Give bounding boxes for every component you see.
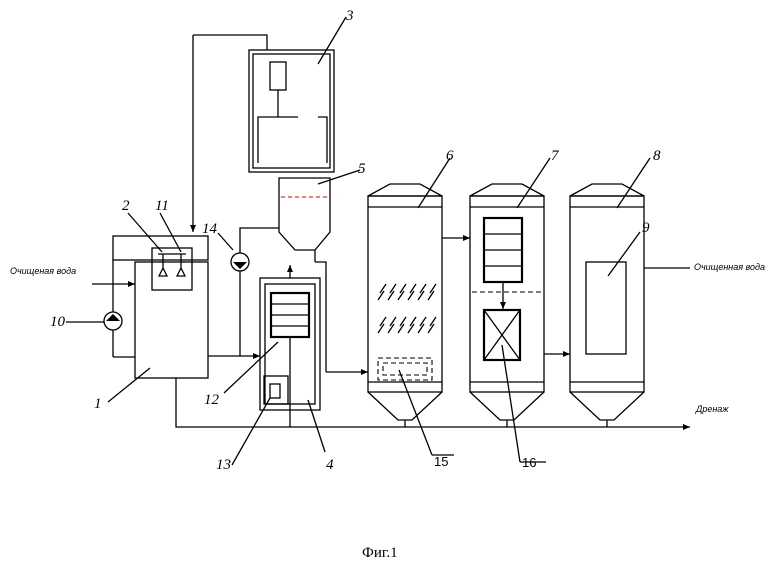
label-4: 4 bbox=[326, 457, 334, 473]
spray-unit-2 bbox=[152, 248, 192, 290]
leader-lines bbox=[66, 17, 650, 465]
hopper-5 bbox=[279, 178, 330, 262]
cleaned-water-outlet-label: Очищенная вода bbox=[694, 262, 765, 272]
label-14: 14 bbox=[202, 221, 218, 237]
drain-label: Дренаж bbox=[695, 404, 729, 414]
label-10: 10 bbox=[50, 314, 66, 330]
label-15: 15 bbox=[434, 454, 448, 469]
figure-caption: Фиг.1 bbox=[362, 545, 398, 561]
label-2: 2 bbox=[122, 198, 130, 214]
label-9: 9 bbox=[642, 220, 650, 236]
label-8: 8 bbox=[653, 148, 661, 164]
unit-3 bbox=[249, 50, 334, 172]
pump-10 bbox=[104, 260, 135, 357]
label-6: 6 bbox=[446, 148, 454, 164]
label-11: 11 bbox=[155, 198, 169, 214]
label-13: 13 bbox=[216, 457, 231, 473]
label-16: 16 bbox=[522, 455, 536, 470]
unit-4 bbox=[260, 265, 320, 410]
cleaned-water-inlet-label: Очищеная вода bbox=[10, 266, 76, 276]
column-8 bbox=[570, 184, 644, 420]
label-12: 12 bbox=[204, 392, 220, 408]
label-3: 3 bbox=[345, 8, 354, 24]
top-feed-line bbox=[193, 35, 267, 50]
label-7: 7 bbox=[551, 148, 560, 164]
label-5: 5 bbox=[358, 161, 366, 177]
label-1: 1 bbox=[94, 396, 102, 412]
column-7 bbox=[470, 184, 544, 420]
